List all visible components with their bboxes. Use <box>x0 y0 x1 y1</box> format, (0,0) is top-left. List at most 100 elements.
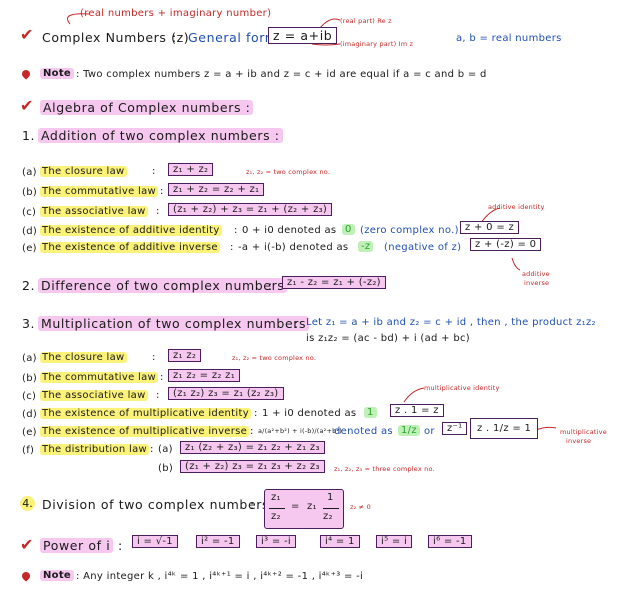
law-sep: : <box>152 166 156 177</box>
inverse-or: or <box>424 426 435 437</box>
power-box: i² = -1 <box>196 535 240 548</box>
inverse-tag: multiplicative <box>560 428 607 436</box>
fraction-denominator: z₂ <box>323 511 333 522</box>
fraction-bar <box>323 508 339 509</box>
power-box: i = √-1 <box>132 535 178 548</box>
law-sep: : <box>254 408 258 419</box>
row-key: (c) <box>22 391 37 402</box>
law-sep: : <box>152 352 156 363</box>
rhs-term: z₁ <box>307 501 317 512</box>
one-symbol: 1 <box>364 407 377 418</box>
fraction-numerator: 1 <box>327 492 334 503</box>
closure-note: z₁, z₂ = two complex no. <box>246 168 331 176</box>
multiplication-intro: Let z₁ = a + ib and z₂ = c + id , then ,… <box>306 317 596 328</box>
law-label: The existence of multiplicative inverse <box>40 426 250 437</box>
section-number: 3. <box>22 316 36 331</box>
section-number: 1. <box>22 128 36 143</box>
row-key: (d) <box>22 226 38 237</box>
inverse-fraction: a/(a²+b²) + i(-b)/(a²+b²) <box>258 427 342 435</box>
power-box: i⁴ = 1 <box>320 535 360 548</box>
formula-box: z₁ z₂ <box>168 349 202 362</box>
power-box: i³ = -i <box>256 535 297 548</box>
inverse-tag: additive <box>522 270 550 278</box>
real-part-label: (real part) Re z <box>340 17 392 25</box>
note-label: Note <box>40 570 75 581</box>
formula-box: (z₁ z₂) z₃ = z₁ (z₂ z₃) <box>168 387 284 400</box>
row-key: (a) <box>22 167 37 178</box>
section-title-division: Division of two complex numbers <box>42 497 270 512</box>
row-key: (b) <box>22 373 38 384</box>
section-number: 2. <box>22 278 36 293</box>
multiplication-product: is z₁z₂ = (ac - bd) + i (ad + bc) <box>306 333 470 344</box>
note-label: Note <box>40 68 75 79</box>
row-key: (e) <box>22 427 37 438</box>
mult-inverse-box: z . 1/z = 1 <box>470 418 539 439</box>
additive-inverse-box: z + (-z) = 0 <box>470 238 542 251</box>
general-form-label: General form <box>188 30 278 45</box>
section-title-addition: Addition of two complex numbers : <box>38 128 283 143</box>
law-label: The closure law <box>40 352 127 363</box>
fraction-bar <box>269 508 285 509</box>
law-sep: : <box>234 225 238 236</box>
law-sep: : <box>156 206 160 217</box>
law-sep: : <box>250 426 254 437</box>
note-text: : Two complex numbers z = a + ib and z =… <box>76 69 487 80</box>
checkmark-icon: ✔ <box>20 535 34 554</box>
inverse-note: (negative of z) <box>384 242 462 253</box>
row-key: (f) <box>22 445 35 456</box>
inverse-denoted: denoted as <box>334 426 393 437</box>
division-formula-box: z₁ z₂ = z₁ 1 z₂ <box>264 489 344 529</box>
inverse-text: -a + i(-b) denoted as <box>238 242 349 253</box>
row-key: (b) <box>22 187 38 198</box>
inverse-tag: inverse <box>566 437 592 445</box>
identity-tag: additive identity <box>488 203 545 211</box>
law-label: The distribution law <box>40 444 150 455</box>
page-title: Complex Numbers (z) <box>42 30 190 45</box>
formula-box: z₁ z₂ = z₂ z₁ <box>168 369 241 382</box>
difference-formula-box: z₁ - z₂ = z₁ + (-z₂) <box>282 276 386 289</box>
dist-key: (a) <box>158 444 173 455</box>
law-label: The associative law <box>40 390 148 401</box>
law-sep: : <box>230 242 234 253</box>
checkmark-icon: ✔ <box>20 25 34 44</box>
mult-identity-box: z . 1 = z <box>390 404 444 417</box>
distribution-formula-b: (z₁ + z₂) z₃ = z₁ z₃ + z₂ z₃ <box>180 460 325 473</box>
power-box: i⁶ = -1 <box>428 535 472 548</box>
inverse-symbol: 1/z <box>398 425 420 436</box>
identity-note: (zero complex no.) <box>360 225 459 236</box>
law-label: The closure law <box>40 166 127 177</box>
additive-identity-box: z + 0 = z <box>460 221 520 234</box>
section-title-multiplication: Multiplication of two complex numbers <box>38 316 310 331</box>
law-label: The commutative law <box>40 186 158 197</box>
section-sep: : <box>118 538 123 553</box>
law-label: The commutative law <box>40 372 158 383</box>
section-title-algebra: Algebra of Complex numbers : <box>40 100 254 115</box>
law-label: The existence of multiplicative identity <box>40 408 251 419</box>
fraction-numerator: z₁ <box>271 492 281 503</box>
law-sep: : <box>160 186 164 197</box>
law-sep: : <box>160 372 164 383</box>
law-sep: : <box>150 444 154 455</box>
section-sep: : <box>250 497 255 512</box>
title-colon: : <box>172 30 177 45</box>
identity-tag: multiplicative identity <box>424 384 500 392</box>
imag-part-label: (imaginary part) Im z <box>340 40 414 48</box>
formula-box: (z₁ + z₂) + z₃ = z₁ + (z₂ + z₃) <box>168 203 333 216</box>
closure-note: z₁, z₂ = two complex no. <box>232 354 317 362</box>
law-label: The existence of additive inverse <box>40 242 220 253</box>
division-condition: z₂ ≠ 0 <box>350 503 371 511</box>
checkmark-icon: ✔ <box>20 96 34 115</box>
fraction-denominator: z₂ <box>271 511 281 522</box>
distribution-formula-a: z₁ (z₂ + z₃) = z₁ z₂ + z₁ z₃ <box>180 441 325 454</box>
inverse-z-inv-box: z⁻¹ <box>442 422 468 435</box>
general-form-box: z = a+ib <box>268 27 338 44</box>
row-key: (a) <box>22 353 37 364</box>
section-number: 4. <box>20 496 35 511</box>
minus-z-symbol: -z <box>358 241 374 252</box>
header-annotation: (real numbers + imaginary number) <box>80 8 272 19</box>
law-sep: : <box>156 390 160 401</box>
row-key: (d) <box>22 409 38 420</box>
section-sep: : <box>268 278 273 293</box>
identity-text: 1 + i0 denoted as <box>262 408 357 419</box>
section-title-difference: Difference of two complex numbers <box>38 278 288 293</box>
